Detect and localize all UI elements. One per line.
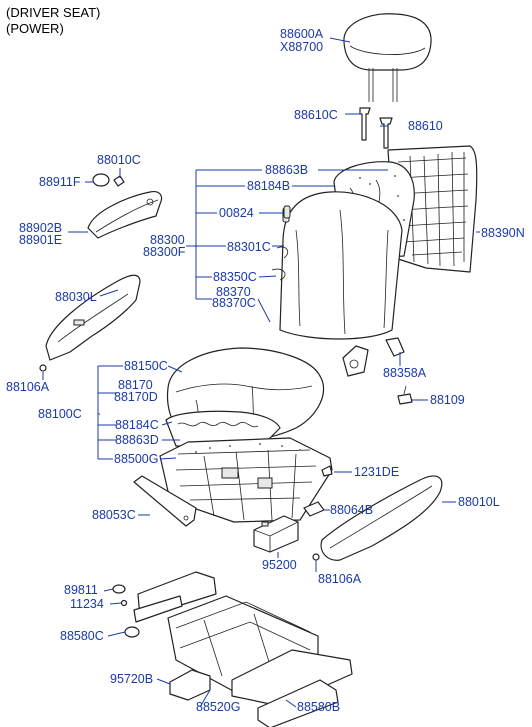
side-shield-left-illustration (45, 274, 141, 361)
label-88901e[interactable]: 88901E (19, 233, 62, 247)
label-88301c[interactable]: 88301C (227, 240, 271, 254)
label-11234[interactable]: 11234 (70, 597, 104, 611)
label-x88700[interactable]: X88700 (280, 40, 323, 54)
nut-11234-illustration (120, 599, 128, 607)
label-88064b[interactable]: 88064B (330, 503, 373, 517)
label-88300f[interactable]: 88300F (143, 245, 186, 259)
label-88580b[interactable]: 88580B (297, 700, 340, 714)
screw-88106a-left-illustration (39, 364, 47, 372)
recliner-bracket-illustration (342, 337, 405, 377)
label-88170[interactable]: 88170 (118, 378, 153, 392)
label-88863b[interactable]: 88863B (265, 163, 308, 177)
label-88170d[interactable]: 88170D (114, 390, 158, 404)
control-module-95200-illustration (253, 515, 299, 553)
cap-89811-illustration (112, 584, 126, 594)
label-88600a[interactable]: 88600A (280, 27, 324, 41)
trim-88053c-illustration (133, 475, 197, 527)
label-88150c[interactable]: 88150C (124, 359, 168, 373)
label-88030l[interactable]: 88030L (55, 290, 97, 304)
headrest-guide-illustration (359, 107, 393, 149)
label-88911f[interactable]: 88911F (39, 175, 81, 189)
clip-00824-illustration (283, 205, 291, 219)
label-88106a-left[interactable]: 88106A (6, 380, 50, 394)
label-00824[interactable]: 00824 (219, 206, 254, 220)
label-88370[interactable]: 88370 (216, 285, 251, 299)
armrest-illustration (87, 191, 163, 239)
bolt-88109-illustration (397, 385, 413, 405)
label-88500g[interactable]: 88500G (114, 452, 158, 466)
label-88350c[interactable]: 88350C (213, 270, 257, 284)
label-88610[interactable]: 88610 (408, 119, 443, 133)
label-88053c[interactable]: 88053C (92, 508, 136, 522)
label-89811[interactable]: 89811 (64, 583, 98, 597)
label-88863d[interactable]: 88863D (115, 433, 159, 447)
label-88520g[interactable]: 88520G (196, 700, 240, 714)
label-88106a-right[interactable]: 88106A (318, 572, 362, 586)
module-95720b-illustration (169, 669, 211, 701)
label-88010l[interactable]: 88010L (458, 495, 500, 509)
screw-1231de-illustration (321, 465, 333, 477)
label-88184b[interactable]: 88184B (247, 179, 290, 193)
label-88902b[interactable]: 88902B (19, 221, 62, 235)
label-1231de[interactable]: 1231DE (354, 465, 399, 479)
headrest-illustration (343, 13, 432, 102)
label-88109[interactable]: 88109 (430, 393, 465, 407)
label-88184c[interactable]: 88184C (115, 418, 159, 432)
label-88010c[interactable]: 88010C (97, 153, 141, 167)
side-shield-right-illustration (320, 475, 443, 561)
part-labels: 88600A X88700 88610C 88610 88863B 88184B… (6, 27, 525, 714)
seat-track-illustration (124, 571, 353, 727)
label-88300[interactable]: 88300 (150, 233, 185, 247)
seatback-cover-illustration (271, 191, 403, 340)
screw-88106a-right-illustration (312, 553, 320, 561)
label-88580c[interactable]: 88580C (60, 629, 104, 643)
label-88370c[interactable]: 88370C (212, 296, 256, 310)
diagram-title-line1: (DRIVER SEAT) (6, 5, 100, 20)
label-88610c[interactable]: 88610C (294, 108, 338, 122)
seat-cushion-pad-illustration (165, 410, 281, 447)
label-95200[interactable]: 95200 (262, 558, 297, 572)
label-88100c[interactable]: 88100C (38, 407, 82, 421)
label-88390n[interactable]: 88390N (481, 226, 525, 240)
diagram-title-line2: (POWER) (6, 21, 64, 36)
armrest-cap-illustration (92, 173, 125, 187)
label-88358a[interactable]: 88358A (383, 366, 427, 380)
label-95720b[interactable]: 95720B (110, 672, 153, 686)
leader-lines (42, 37, 480, 708)
